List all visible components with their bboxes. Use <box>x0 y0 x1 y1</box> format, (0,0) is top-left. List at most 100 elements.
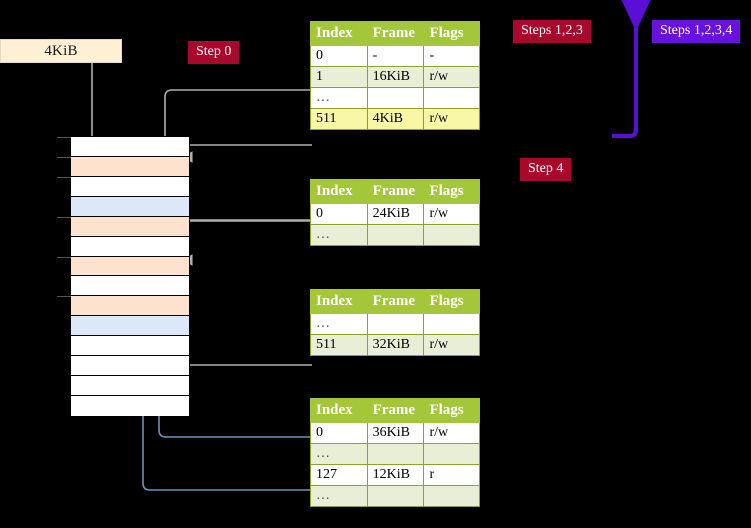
memory-row-tick-0 <box>57 137 71 138</box>
cell-frame: 24KiB <box>366 203 425 225</box>
memory-row-10 <box>71 336 189 357</box>
cell-flags <box>423 313 480 335</box>
memory-row-9 <box>71 316 189 337</box>
wire-tbl0-row511-to-memory <box>181 144 312 163</box>
badge-steps-1-2-3-4: Steps 1,2,3,4 <box>652 20 741 43</box>
memory-row-4 <box>57 216 189 237</box>
memory-row-2 <box>57 176 189 197</box>
frame-size-legend: 4KiB <box>0 39 122 63</box>
wire-tbl2-row511-to-memory <box>171 306 312 366</box>
column-header-frame: Frame <box>366 398 425 423</box>
wire-tbl1-hook-to-memory <box>181 220 312 266</box>
cell-flags <box>423 87 480 109</box>
badge-step-4: Step 4 <box>520 158 572 181</box>
cell-flags <box>423 224 480 246</box>
ellipsis: … <box>316 90 331 105</box>
ellipsis: … <box>316 446 331 461</box>
ellipsis: … <box>316 488 331 503</box>
cell-frame: 16KiB <box>366 66 425 88</box>
memory-row-13 <box>71 395 189 416</box>
cell-index: 511 <box>310 108 368 130</box>
column-header-frame: Frame <box>366 21 425 46</box>
cell-flags: r/w <box>423 422 480 444</box>
frame-size-label: 4KiB <box>44 42 78 59</box>
cell-index: 0 <box>310 45 368 67</box>
wire-tbl3-row0-to-memory <box>158 325 312 438</box>
column-header-flags: Flags <box>423 398 480 423</box>
cell-frame: - <box>366 45 425 67</box>
cell-flags: - <box>423 45 480 67</box>
table-row: … <box>310 87 480 109</box>
cell-frame <box>366 485 425 507</box>
memory-row-tick-1 <box>57 156 71 158</box>
physical-memory-column <box>57 136 190 416</box>
table-row: … <box>310 313 480 335</box>
memory-row-7 <box>71 276 189 297</box>
arrow-steps-1234-bracket <box>612 0 658 138</box>
wire-tbl3-row127-to-memory <box>142 203 312 491</box>
ellipsis: … <box>316 316 331 331</box>
table-row: … <box>310 443 480 465</box>
cell-flags <box>423 485 480 507</box>
memory-row-8 <box>57 296 189 317</box>
cell-frame <box>366 313 425 335</box>
cell-index: … <box>310 313 368 335</box>
cell-frame <box>366 224 425 246</box>
cell-index: … <box>310 87 368 109</box>
cell-flags: r/w <box>423 108 480 130</box>
cell-frame <box>366 443 425 465</box>
column-header-flags: Flags <box>423 289 480 314</box>
memory-row-tick-4 <box>57 216 71 218</box>
cell-frame: 36KiB <box>366 422 425 444</box>
column-header-frame: Frame <box>366 289 425 314</box>
cell-flags <box>423 443 480 465</box>
column-header-index: Index <box>310 179 368 204</box>
badge-step-0: Step 0 <box>188 41 240 64</box>
table-row: 0-- <box>310 45 480 67</box>
cell-index: 0 <box>310 422 368 444</box>
memory-row-3 <box>71 196 189 217</box>
column-header-frame: Frame <box>366 179 425 204</box>
cell-index: 127 <box>310 464 368 486</box>
memory-row-5 <box>71 236 189 257</box>
cell-index: 0 <box>310 203 368 225</box>
column-header-flags: Flags <box>423 179 480 204</box>
column-header-index: Index <box>310 21 368 46</box>
memory-row-11 <box>71 356 189 377</box>
cell-flags: r/w <box>423 66 480 88</box>
table-row: … <box>310 224 480 246</box>
cell-flags: r/w <box>423 203 480 225</box>
memory-row-tick-6 <box>57 256 71 258</box>
cell-flags: r/w <box>423 334 480 356</box>
cell-index: 1 <box>310 66 368 88</box>
cell-frame: 4KiB <box>366 108 425 130</box>
cell-frame: 12KiB <box>366 464 425 486</box>
cell-frame: 32KiB <box>366 334 425 356</box>
memory-row-12 <box>71 376 189 396</box>
cell-index: … <box>310 485 368 507</box>
memory-row-1 <box>57 156 189 177</box>
cell-frame <box>366 87 425 109</box>
column-header-index: Index <box>310 398 368 423</box>
ellipsis: … <box>316 227 331 242</box>
column-header-flags: Flags <box>423 21 480 46</box>
memory-row-6 <box>57 256 189 277</box>
table-row: … <box>310 485 480 507</box>
column-header-index: Index <box>310 289 368 314</box>
wire-tbl0-row1-to-memory <box>164 89 312 163</box>
memory-row-tick-8 <box>57 296 71 298</box>
